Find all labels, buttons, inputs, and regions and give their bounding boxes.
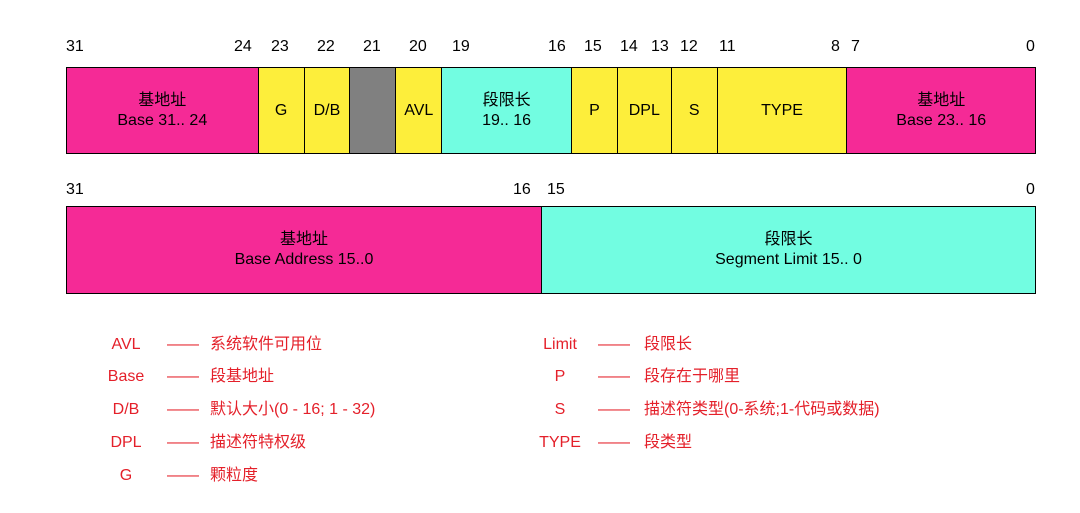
- legend-dash: ——: [598, 336, 630, 353]
- dpl-label: DPL: [628, 101, 660, 119]
- bit-14-label: 14: [620, 38, 638, 55]
- legend-key-p: P: [554, 368, 566, 385]
- bit-7-label: 7: [851, 38, 860, 55]
- bit-31-label: 31: [66, 38, 84, 55]
- s-field: S: [671, 68, 718, 153]
- p-label: P: [589, 101, 600, 119]
- row2-bit-15-label: 15: [547, 181, 565, 198]
- legend-key-g: G: [119, 467, 133, 484]
- legend-dash: ——: [167, 336, 199, 353]
- descriptor-high-dword: 基地址 Base 31.. 24 G D/B AVL 段限长 19.. 16 P…: [66, 67, 1036, 154]
- base-23-16-field: 基地址 Base 23.. 16: [847, 68, 1036, 153]
- legend-dash: ——: [598, 434, 630, 451]
- legend-desc-base: 段基地址: [210, 368, 275, 385]
- s-label: S: [688, 101, 700, 119]
- dpl-field: DPL: [617, 68, 672, 153]
- bit-20-label: 20: [409, 38, 427, 55]
- legend-key-s: S: [554, 401, 566, 418]
- bit-24-label: 24: [234, 38, 252, 55]
- base-31-24-title: 基地址: [138, 91, 187, 109]
- limit-19-16-range: 19.. 16: [482, 111, 532, 129]
- legend-desc-avl: 系统软件可用位: [210, 336, 323, 353]
- descriptor-low-dword: 基地址 Base Address 15..0 段限长 Segment Limit…: [66, 206, 1036, 294]
- avl-field: AVL: [396, 68, 443, 153]
- bit-8-label: 8: [831, 38, 840, 55]
- p-field: P: [571, 68, 618, 153]
- legend-dash: ——: [167, 368, 199, 385]
- g-field: G: [258, 68, 305, 153]
- row2-bit-31-label: 31: [66, 181, 84, 198]
- legend-desc-limit: 段限长: [644, 336, 693, 353]
- type-field: TYPE: [717, 68, 848, 153]
- db-label: D/B: [313, 101, 341, 119]
- legend-desc-p: 段存在于哪里: [644, 368, 741, 385]
- legend-key-type: TYPE: [539, 434, 581, 451]
- base-15-0-range: Base Address 15..0: [234, 251, 374, 268]
- base-31-24-range: Base 31.. 24: [117, 111, 208, 129]
- bit-11-label: 11: [719, 38, 736, 55]
- legend-dash: ——: [598, 401, 630, 418]
- bit-21-label: 21: [363, 38, 381, 55]
- bit-22-label: 22: [317, 38, 335, 55]
- limit-15-0-range: Segment Limit 15.. 0: [715, 251, 862, 268]
- legend-desc-g: 颗粒度: [210, 467, 259, 484]
- base-23-16-title: 基地址: [917, 91, 966, 109]
- base-15-0-field: 基地址 Base Address 15..0: [67, 207, 542, 293]
- legend-dash: ——: [167, 401, 199, 418]
- base-23-16-range: Base 23.. 16: [896, 111, 987, 129]
- legend-key-avl: AVL: [111, 336, 141, 353]
- db-field: D/B: [304, 68, 351, 153]
- legend-dash: ——: [598, 368, 630, 385]
- bit-12-label: 12: [680, 38, 698, 55]
- legend-desc-type: 段类型: [644, 434, 693, 451]
- base-15-0-title: 基地址: [279, 231, 328, 248]
- bit-13-label: 13: [651, 38, 669, 55]
- limit-19-16-title: 段限长: [482, 91, 531, 109]
- g-label: G: [274, 101, 288, 119]
- legend-dash: ——: [167, 467, 199, 484]
- base-31-24-field: 基地址 Base 31.. 24: [67, 68, 259, 153]
- bit-23-label: 23: [271, 38, 289, 55]
- bit-19-label: 19: [452, 38, 470, 55]
- avl-label: AVL: [404, 101, 434, 119]
- legend-desc-dpl: 描述符特权级: [210, 434, 307, 451]
- type-label: TYPE: [761, 101, 803, 119]
- row2-bit-0-label: 0: [1026, 181, 1035, 198]
- legend-key-base: Base: [107, 368, 145, 385]
- legend-desc-s: 描述符类型(0-系统;1-代码或数据): [644, 401, 880, 418]
- limit-19-16-field: 段限长 19.. 16: [442, 68, 572, 153]
- legend-key-db: D/B: [112, 401, 140, 418]
- reserved-bit-field: [350, 68, 397, 153]
- row2-bit-16-label: 16: [513, 181, 531, 198]
- bit-16-label: 16: [548, 38, 566, 55]
- limit-15-0-field: 段限长 Segment Limit 15.. 0: [542, 207, 1035, 293]
- bit-0-label: 0: [1026, 38, 1035, 55]
- legend-key-dpl: DPL: [110, 434, 142, 451]
- legend-dash: ——: [167, 434, 199, 451]
- legend-key-limit: Limit: [543, 336, 577, 353]
- limit-15-0-title: 段限长: [764, 231, 813, 248]
- bit-15-label: 15: [584, 38, 602, 55]
- legend-desc-db: 默认大小(0 - 16; 1 - 32): [210, 401, 376, 418]
